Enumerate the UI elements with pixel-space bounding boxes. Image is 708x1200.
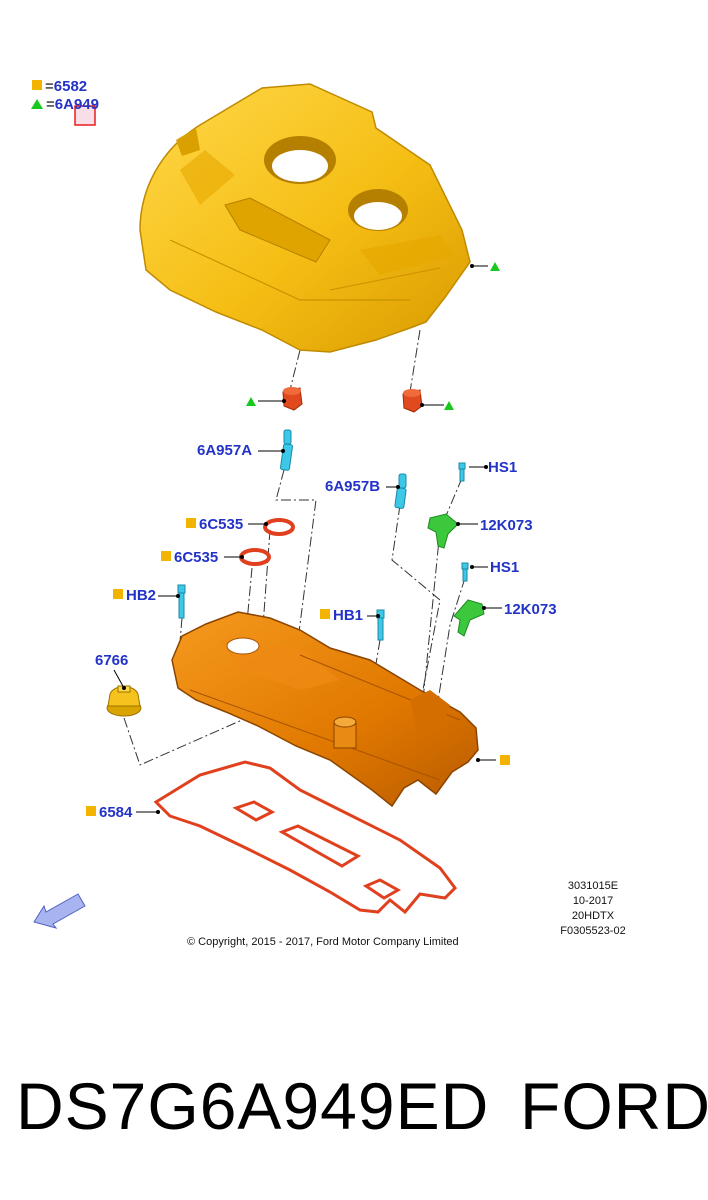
highlight-box — [74, 105, 96, 126]
callout-hs1-upper: HS1 — [488, 459, 518, 476]
bolt-hb2 — [177, 584, 186, 619]
exploded-parts-diagram: =6582 =6A949 6A957A 6A957B 6C535 6C535 H… — [31, 78, 638, 948]
seal-6c535-upper — [263, 518, 295, 536]
square-marker-icon — [113, 589, 123, 599]
leader-lines — [113, 265, 502, 813]
engine-cover — [139, 83, 471, 353]
callout-6584: 6584 — [86, 804, 132, 822]
callout-hb2: HB2 — [113, 587, 156, 605]
legend-triangle: =6A949 — [31, 96, 99, 114]
callout-6c535-upper: 6C535 — [186, 516, 243, 534]
square-marker-icon — [161, 551, 171, 561]
callout-6c535-lower: 6C535 — [161, 549, 218, 567]
valve-cover — [171, 611, 479, 808]
cover-grommet-right — [402, 389, 423, 413]
info-line-2: 10-2017 — [572, 895, 614, 907]
info-line-4: F0305523-02 — [560, 925, 626, 937]
orientation-arrow-icon — [33, 893, 86, 929]
leader-dots — [122, 264, 488, 814]
valve-cover-gasket — [153, 760, 457, 915]
marker-triangle-cover — [490, 262, 500, 271]
callout-12k073-upper: 12K073 — [480, 517, 533, 534]
part-number-caption: DS7G6A949ED — [16, 1069, 490, 1143]
seal-6c535-lower — [239, 548, 271, 566]
marker-square-valve-cover — [500, 755, 510, 765]
bolt-hs1-lower — [461, 562, 469, 582]
square-marker-icon — [86, 806, 96, 816]
callout-hs1-lower: HS1 — [490, 559, 520, 576]
callout-6a957a: 6A957A — [197, 442, 253, 459]
legend-square-ref: 6582 — [53, 78, 88, 95]
sensor-12k073-upper — [427, 513, 459, 549]
legend-square-icon — [32, 80, 42, 90]
oil-filler-cap — [106, 685, 142, 717]
brand-caption: FORD — [520, 1069, 708, 1143]
diagram-info-block: 3031015E 10-2017 20HDTX F0305523-02 — [548, 879, 638, 939]
ball-stud-6a957b — [394, 473, 407, 509]
cover-grommet-left — [282, 387, 303, 411]
legend-square: =6582 — [32, 78, 87, 96]
legend-triangle-ref: 6A949 — [54, 96, 99, 113]
diagram-drawing — [33, 83, 510, 929]
callout-12k073-lower: 12K073 — [504, 601, 557, 618]
marker-triangle-grommet-left — [246, 397, 256, 406]
info-line-3: 20HDTX — [571, 910, 615, 922]
callout-6766: 6766 — [95, 652, 129, 669]
callout-hb1: HB1 — [320, 607, 363, 625]
bolt-hb1 — [376, 609, 385, 641]
square-marker-icon — [320, 609, 330, 619]
square-marker-icon — [186, 518, 196, 528]
bolt-hs1-upper — [458, 462, 466, 482]
callout-6a957b: 6A957B — [325, 478, 381, 495]
legend-triangle-icon — [31, 99, 43, 109]
copyright-text: © Copyright, 2015 - 2017, Ford Motor Com… — [187, 936, 459, 948]
sensor-12k073-lower — [453, 599, 485, 637]
info-line-1: 3031015E — [567, 880, 619, 892]
marker-triangle-grommet-right — [444, 401, 454, 410]
